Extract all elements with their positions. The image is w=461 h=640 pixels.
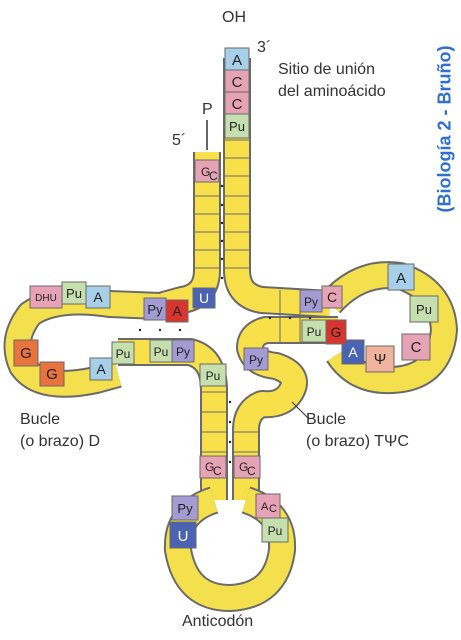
base-t-py: Py [300,290,322,312]
base-t-py-variable: Py [244,348,268,370]
svg-text:A: A [396,270,406,287]
svg-text:Py: Py [176,345,190,359]
base-t-c1: C [322,286,342,308]
label-loop-d-2: (o brazo) D [20,432,100,452]
base-t-pu-lower: Pu [302,320,326,342]
base-t-pu: Pu [410,296,438,322]
svg-text:U: U [178,528,189,545]
base-acceptor-c2: C [225,92,249,114]
svg-text:G: G [46,366,58,383]
label-anticodon: Anticodón [182,612,253,632]
base-d-pu: Pu [62,282,86,304]
base-d-g1: G [14,340,38,366]
base-t-c2: C [402,334,430,360]
svg-text:C: C [209,169,218,183]
base-acceptor-pair: G C [195,160,219,183]
base-t-g: G [326,320,346,344]
svg-text:C: C [327,289,337,305]
svg-text:Py: Py [304,295,318,309]
svg-text:G: G [20,345,32,362]
credit-vertical: (Biología 2 - Bruño) [434,4,456,254]
svg-text:C: C [232,74,243,91]
label-loop-t-1: Bucle [306,410,346,430]
base-d-a-lower: A [90,358,112,380]
svg-text:A: A [172,303,182,319]
svg-text:A: A [348,344,358,360]
svg-text:Py: Py [177,501,193,516]
base-acceptor-a: A [225,48,249,70]
credit-text: (Biología 2 - Bruño) [435,46,456,213]
svg-text:Pu: Pu [206,369,221,383]
svg-text:U: U [199,290,209,306]
base-ac-pu: Pu [262,518,288,542]
svg-text:A: A [93,289,103,305]
base-acceptor-c1: C [225,70,249,92]
label-5-prime: 5´ [172,131,186,151]
trna-backbone [18,58,445,598]
svg-text:C: C [269,503,277,515]
label-loop-d-1: Bucle [20,410,60,430]
label-3-prime: 3´ [257,38,271,58]
base-d-py-lower: Py [172,340,194,362]
svg-text:Ψ: Ψ [374,351,387,368]
label-p: P [202,100,213,120]
svg-text:G: G [331,324,342,340]
svg-text:Pu: Pu [66,286,82,301]
base-blocks: A C C Pu G C U A Py [14,48,438,548]
svg-text:C: C [213,464,222,478]
base-t-a: A [388,264,414,290]
base-d-py: Py [144,298,166,320]
svg-text:C: C [232,96,243,113]
svg-text:C: C [247,464,256,478]
base-ac-u: U [170,522,196,548]
base-d-a: A [86,286,110,308]
label-loop-t-2: (o brazo) TΨC [306,432,409,452]
svg-text:A: A [96,361,106,377]
label-binding-site-2: del aminoácido [278,82,386,102]
svg-text:Pu: Pu [307,325,322,339]
svg-text:Pu: Pu [229,119,245,134]
base-ac-pair-left: G C [200,456,226,478]
svg-text:A: A [232,52,242,69]
svg-text:Py: Py [147,302,163,317]
base-d-pu-lower2: Pu [150,340,172,362]
base-t-psi: Ψ [366,346,394,372]
label-oh: OH [222,8,246,28]
label-binding-site-1: Sitio de unión [278,60,375,80]
base-d-pu-lower1: Pu [112,342,134,364]
base-d-dhu: DHU [30,286,62,308]
svg-text:A: A [261,501,269,513]
base-ac-pair-right: G C [234,456,260,478]
svg-text:Py: Py [249,353,263,367]
base-ac-ac: A C [256,494,280,518]
base-d-u: U [193,288,215,308]
base-acceptor-pu: Pu [225,114,249,138]
svg-text:Pu: Pu [268,524,283,538]
base-d-a-red: A [166,300,188,322]
base-ac-py: Py [172,496,198,520]
svg-text:Pu: Pu [116,347,131,361]
base-d-pu-stem: Pu [200,364,226,386]
svg-text:Pu: Pu [154,345,169,359]
base-d-g2: G [40,362,64,386]
svg-text:Pu: Pu [416,302,432,317]
svg-text:DHU: DHU [35,293,57,304]
svg-text:C: C [411,339,422,356]
